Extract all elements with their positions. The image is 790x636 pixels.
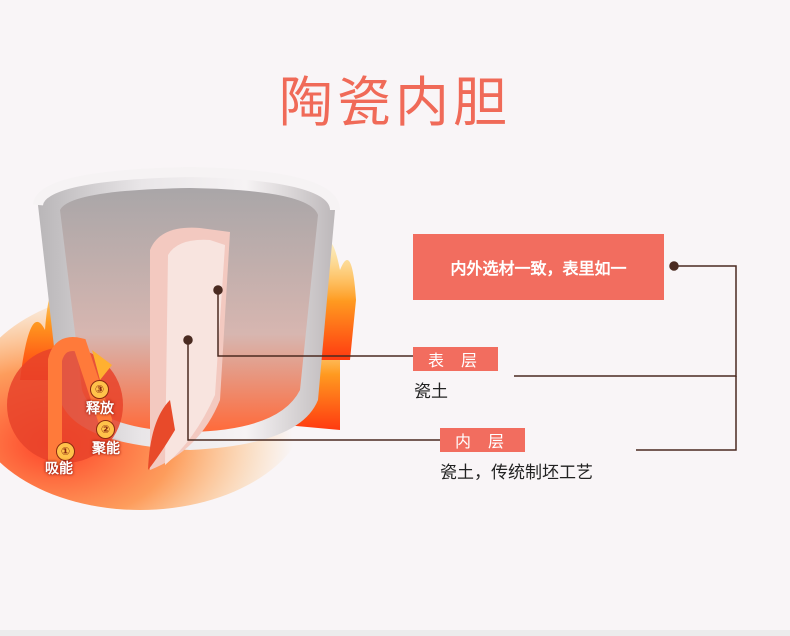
page-title: 陶瓷内胆 [279,71,511,134]
inner-layer-description: 瓷土，传统制坯工艺 [440,463,593,483]
step-3-number: ③ [90,380,109,399]
heat-arrow-icon [48,337,112,467]
step-2-label: 聚能 [92,441,120,457]
outer-layer-description: 瓷土 [414,382,448,402]
step-1-number: ① [56,442,75,461]
outer-layer-tag: 表 层 [413,347,498,371]
step-2-number: ② [96,420,115,439]
bottom-divider [0,630,790,636]
inner-layer-tag: 内 层 [440,428,525,452]
step-3-label: 释放 [86,401,114,417]
step-1-label: 吸能 [45,461,73,477]
feature-banner: 内外选材一致，表里如一 [413,234,664,300]
